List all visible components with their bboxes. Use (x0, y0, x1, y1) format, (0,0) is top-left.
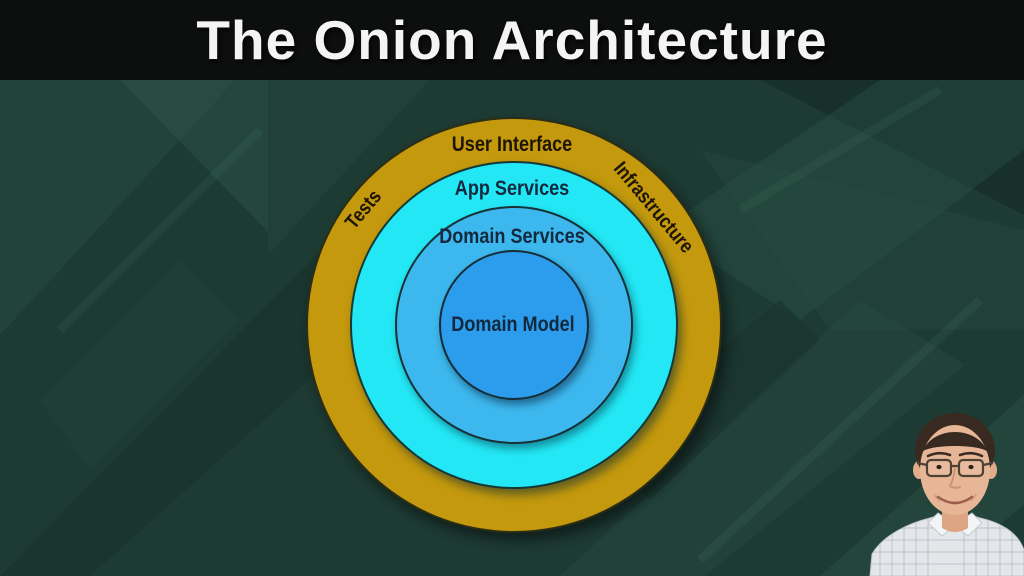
label-user-interface: User Interface (451, 133, 573, 156)
presenter-photo (869, 413, 1024, 576)
circle-domain-model (439, 250, 589, 400)
label-domain-services: Domain Services (439, 225, 585, 248)
label-app-services: App Services (454, 177, 570, 200)
page-title: The Onion Architecture (196, 9, 828, 71)
title-bar: The Onion Architecture (0, 0, 1024, 80)
label-domain-model: Domain Model (451, 313, 575, 336)
